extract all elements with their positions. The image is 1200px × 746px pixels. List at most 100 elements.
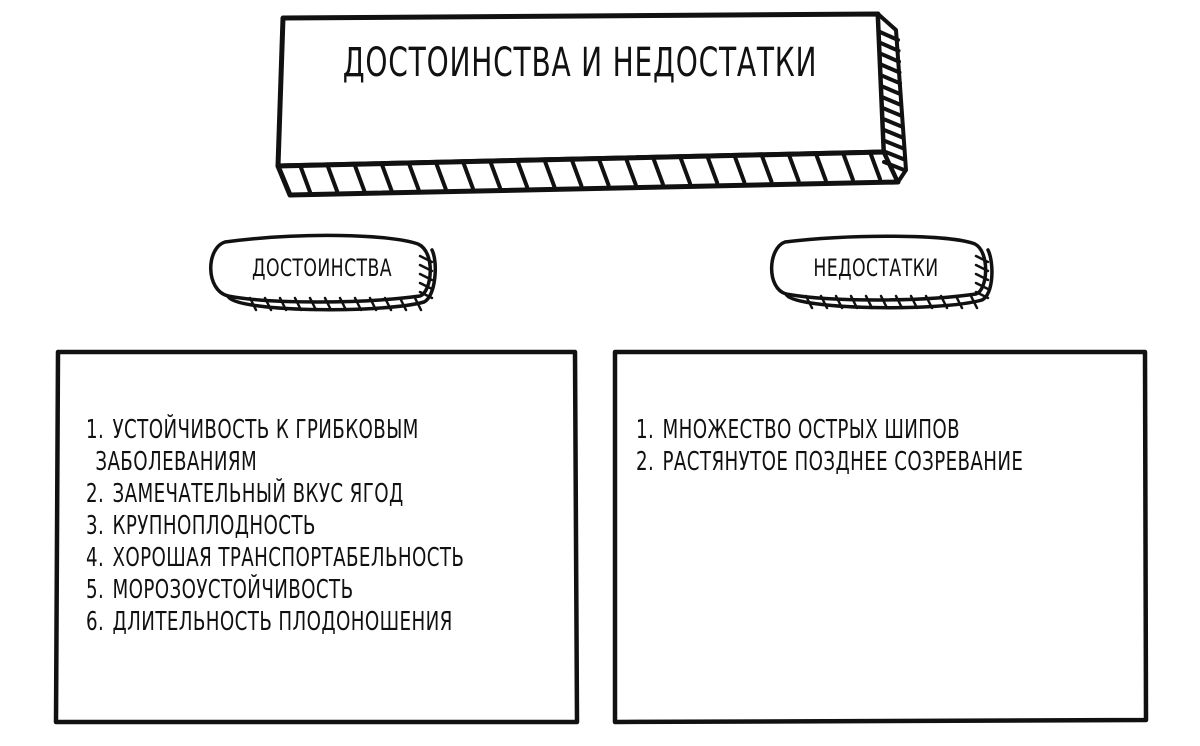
- hatch-stroke: [868, 150, 882, 181]
- hatch-stroke: [705, 153, 720, 185]
- advantages-header-pill: [209, 233, 438, 312]
- hatch-stroke: [804, 294, 814, 310]
- list-item-number: 5.: [86, 575, 105, 605]
- hatch-stroke: [325, 162, 340, 194]
- hatch-stroke: [849, 294, 859, 310]
- hatch-stroke: [894, 294, 904, 310]
- list-item-number: 4.: [86, 543, 105, 573]
- hatch-stroke: [338, 296, 348, 312]
- hatch-stroke: [418, 272, 434, 282]
- hatch-stroke: [881, 138, 905, 151]
- list-item-text: ХОРОШАЯ ТРАНСПОРТАБЕЛЬНОСТЬ: [112, 543, 465, 573]
- list-item-text: КРУПНОПЛОДНОСТЬ: [112, 511, 316, 541]
- disadvantages-header-pill: [770, 234, 994, 310]
- hatch-stroke: [879, 62, 902, 75]
- hatch-stroke: [879, 294, 889, 310]
- hatch-stroke: [878, 51, 901, 64]
- list-item-number: 1.: [636, 415, 655, 445]
- hatch-stroke: [954, 294, 964, 310]
- hatch-stroke: [278, 296, 288, 312]
- list-item-text: ЗАМЕЧАТЕЛЬНЫЙ ВКУС ЯГОД: [112, 479, 404, 509]
- hatch-stroke: [352, 161, 367, 193]
- hatch-stroke: [974, 290, 990, 300]
- list-item-text: МНОЖЕСТВО ОСТРЫХ ШИПОВ: [662, 415, 961, 445]
- list-item-number: 2.: [636, 447, 655, 477]
- advantages-box: [53, 349, 580, 725]
- hatch-stroke: [569, 156, 584, 188]
- hatch-stroke: [433, 159, 448, 191]
- hatch-stroke: [323, 296, 333, 312]
- hatch-stroke: [418, 281, 434, 291]
- hatch-stroke: [759, 152, 774, 184]
- hatch-stroke: [880, 95, 903, 107]
- hatch-stroke: [406, 160, 421, 192]
- disadvantages-header: НЕДОСТАТКИ: [813, 254, 939, 282]
- hatch-stroke: [880, 105, 904, 118]
- title-block: [275, 11, 908, 198]
- hatch-stroke: [786, 151, 801, 183]
- list-item-number: 2.: [86, 479, 105, 509]
- diagram-title: ДОСТОИНСТВА И НЕДОСТАТКИ: [342, 40, 818, 86]
- advantages-header: ДОСТОИНСТВА: [252, 254, 392, 282]
- list-item-text: ЗАБОЛЕВАНИЯМ: [95, 447, 258, 477]
- hatch-stroke: [298, 163, 312, 194]
- hatch-stroke: [813, 151, 828, 183]
- hatch-stroke: [398, 296, 408, 312]
- hatch-stroke: [418, 263, 434, 273]
- disadvantage-item: 2.РАСТЯНУТОЕ ПОЗДНЕЕ СОЗРЕВАНИЕ: [636, 446, 1023, 478]
- hatch-stroke: [974, 281, 990, 291]
- hatch-stroke: [864, 294, 874, 310]
- hatch-stroke: [974, 272, 990, 282]
- list-item-number: 6.: [86, 607, 105, 637]
- hatch-stroke: [248, 296, 258, 312]
- hatch-stroke: [834, 294, 844, 310]
- advantage-item: 5.МОРОЗОУСТОЙЧИВОСТЬ: [86, 574, 464, 606]
- advantage-item: 6.ДЛИТЕЛЬНОСТЬ ПЛОДОНОШЕНИЯ: [86, 606, 464, 638]
- hatch-stroke: [879, 84, 903, 97]
- advantage-item: 1.УСТОЙЧИВОСТЬ К ГРИБКОВЫМ: [86, 414, 464, 446]
- disadvantages-box: [612, 349, 1149, 725]
- hatch-stroke: [263, 296, 273, 312]
- hatch-stroke: [732, 153, 747, 185]
- hatch-stroke: [650, 154, 665, 186]
- hatch-stroke: [878, 40, 901, 53]
- hatch-stroke: [353, 296, 363, 312]
- hatch-stroke: [882, 160, 906, 172]
- hatch-stroke: [909, 294, 919, 310]
- list-item-number: 3.: [86, 511, 105, 541]
- hatch-stroke: [819, 294, 829, 310]
- hatch-stroke: [488, 158, 502, 190]
- hatch-stroke: [881, 149, 906, 162]
- advantage-item: ЗАБОЛЕВАНИЯМ: [86, 446, 464, 478]
- hatch-stroke: [418, 290, 434, 300]
- list-item-text: ДЛИТЕЛЬНОСТЬ ПЛОДОНОШЕНИЯ: [112, 607, 453, 637]
- hatch-stroke: [881, 127, 905, 140]
- hatch-stroke: [924, 294, 934, 310]
- hatch-stroke: [939, 294, 949, 310]
- list-item-number: [86, 446, 95, 478]
- hatch-stroke: [383, 296, 393, 312]
- hatch-stroke: [293, 296, 303, 312]
- list-item-number: 1.: [86, 415, 105, 445]
- advantage-item: 3.КРУПНОПЛОДНОСТЬ: [86, 510, 464, 542]
- hatch-stroke: [623, 155, 638, 187]
- hatch-stroke: [368, 296, 378, 312]
- list-item-text: УСТОЙЧИВОСТЬ К ГРИБКОВЫМ: [112, 415, 419, 445]
- hatch-stroke: [878, 30, 900, 42]
- advantage-item: 4.ХОРОШАЯ ТРАНСПОРТАБЕЛЬНОСТЬ: [86, 542, 464, 574]
- hatch-stroke: [879, 73, 902, 86]
- list-item-text: РАСТЯНУТОЕ ПОЗДНЕЕ СОЗРЕВАНИЕ: [662, 447, 1024, 477]
- hatch-stroke: [880, 116, 904, 129]
- hatch-stroke: [974, 254, 990, 264]
- hatch-stroke: [418, 254, 434, 264]
- hatch-stroke: [840, 150, 855, 182]
- hatch-stroke: [974, 263, 990, 273]
- hatch-stroke: [308, 296, 318, 312]
- advantage-item: 2.ЗАМЕЧАТЕЛЬНЫЙ ВКУС ЯГОД: [86, 478, 464, 510]
- hatch-stroke: [596, 156, 611, 188]
- hatch-stroke: [413, 296, 423, 312]
- hatch-stroke: [542, 157, 557, 189]
